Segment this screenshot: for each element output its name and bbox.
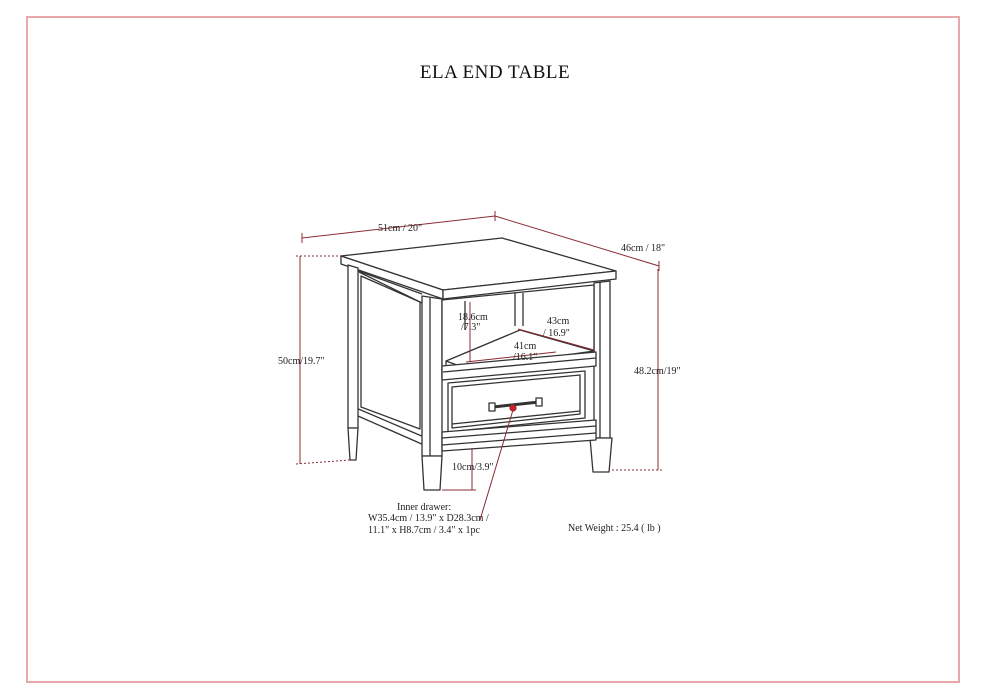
front-left-leg [421,295,443,457]
shelf-depth-in-label: / 16.9" [543,328,570,339]
end-table-drawing [340,237,617,491]
clearance-label: 10cm/3.9" [452,462,494,473]
width-dimension-line [301,215,496,239]
depth-label: 46cm / 18" [621,243,665,254]
drawer-handle [488,397,543,412]
inner-drawer-line2: 11.1" x H8.7cm / 3.4" x 1pc [368,525,481,536]
shelf-front-rail [441,351,597,381]
shelf-depth-cm-label: 43cm [547,316,569,327]
left-side-bottom-rail [355,407,425,438]
dimension-lines [295,211,662,521]
shelf-height-cm-label: 18.6cm [458,312,488,323]
drawer-marker [509,404,517,412]
net-weight-label: Net Weight : 25.4 ( lb ) [568,523,661,534]
left-side-top-rail [349,267,423,295]
height-back-label: 50cm/19.7" [278,356,325,367]
page-title: ELA END TABLE [419,62,571,83]
shelf-width-cm-label: 41cm [514,341,536,352]
drawer-callout-line [479,409,514,521]
shelf-height-in-label: /7.3" [461,322,480,333]
inner-drawer-line1: W35.4cm / 13.9" x D28.3cm / [368,513,489,524]
tabletop-right-edge [442,270,617,300]
height-front-label: 48.2cm/19" [634,366,681,377]
back-left-leg [347,264,359,429]
shelf-depth-dimension-line [517,328,595,351]
shelf-width-dimension-line [465,351,557,363]
depth-dimension-line [494,215,660,267]
inner-drawer-label: Inner drawer: [397,502,451,513]
shelf-width-in-label: /16.1" [513,352,537,363]
width-label: 51cm / 20" [378,223,422,234]
left-side-panel [360,275,421,430]
page-frame [26,16,960,683]
